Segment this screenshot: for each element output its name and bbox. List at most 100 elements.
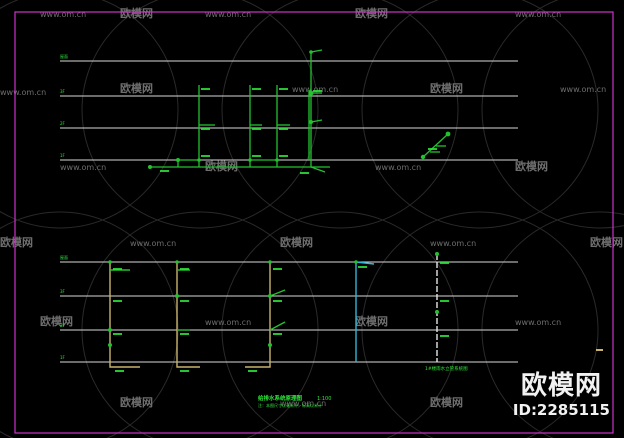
pipe-tag — [201, 128, 210, 130]
lower-scale: 1:100 — [317, 396, 331, 402]
level-label: 屋面 — [60, 254, 68, 260]
pipe-tag — [248, 370, 257, 372]
fitting-node — [248, 158, 252, 162]
fitting-node — [445, 131, 451, 137]
fitting-node — [268, 294, 272, 298]
lower-branch-green-3 — [269, 289, 286, 297]
pipe-tag — [440, 300, 449, 302]
watermark-site-text: www.om.cn — [40, 10, 86, 19]
pipe-tag — [115, 370, 124, 372]
fitting-node — [420, 154, 426, 160]
watermark-brand-text: 欧模网 — [120, 6, 153, 20]
pipe-tag — [273, 268, 282, 270]
lower-note: 注：本图尺寸以毫米计，标高以米计 — [258, 402, 322, 408]
brand-badge: 欧模网 ID:2285115 — [513, 372, 610, 420]
watermark-circle — [481, 0, 624, 229]
pipe-tag — [440, 262, 449, 264]
pipe-tag — [180, 300, 189, 302]
watermark-brand-text: 欧模网 — [515, 159, 548, 173]
watermark-circle — [81, 0, 319, 229]
level-label: 3F — [60, 289, 66, 294]
lower-pipe-system — [109, 254, 438, 368]
pipe-tag — [201, 155, 210, 157]
lower-fittings — [108, 252, 439, 347]
lower-riser-yellow-2 — [176, 262, 200, 368]
fitting-node — [197, 158, 201, 162]
pipe-tag — [273, 333, 282, 335]
lower-riser-yellow-3 — [245, 262, 271, 368]
fitting-node — [309, 120, 313, 124]
level-labels: 屋面 3F 2F 1F 屋面 3F 2F 1F — [60, 53, 68, 360]
pipe-tag — [180, 268, 189, 270]
pipe-tag — [201, 88, 210, 90]
pipe-tag — [279, 128, 288, 130]
upper-iso-detail — [422, 133, 449, 158]
watermark-site-text: www.om.cn — [292, 85, 338, 94]
brand-id: ID:2285115 — [512, 401, 610, 419]
level-label: 1F — [60, 355, 66, 360]
fitting-node — [108, 260, 112, 264]
level-label: 屋面 — [60, 53, 68, 59]
pipe-tag — [180, 333, 189, 335]
pipe-tag — [180, 370, 189, 372]
lower-branch-cyan — [355, 261, 375, 265]
watermark-site-text: www.om.cn — [60, 163, 106, 172]
pipe-tag — [252, 88, 261, 90]
watermark-site-text: www.om.cn — [515, 318, 561, 327]
watermark-site-text: www.om.cn — [560, 85, 606, 94]
watermark-brand-text: 欧模网 — [355, 314, 388, 328]
pipe-tag-marks — [113, 88, 449, 372]
level-label: 3F — [60, 89, 66, 94]
pipe-tag — [252, 155, 261, 157]
pipe-tag — [300, 172, 309, 174]
pipe-tag — [313, 90, 322, 92]
fitting-node — [275, 158, 279, 162]
fitting-node — [175, 260, 179, 264]
fitting-node — [435, 310, 439, 314]
watermark-site-text: www.om.cn — [205, 10, 251, 19]
lower-riser-yellow-1 — [109, 262, 140, 368]
watermark-brand-text: 欧模网 — [120, 81, 153, 95]
fitting-node — [308, 90, 314, 96]
upper-outlet-pipe — [310, 166, 326, 173]
pipe-tag — [252, 128, 261, 130]
pipe-tag — [273, 300, 282, 302]
watermark-brand-text: 欧模网 — [430, 395, 463, 409]
watermark-site-text: www.om.cn — [0, 88, 46, 97]
level-label: 1F — [60, 153, 66, 158]
fitting-node — [176, 158, 180, 162]
pipe-tag — [279, 88, 288, 90]
fitting-node — [435, 252, 439, 256]
level-label: 2F — [60, 121, 66, 126]
brand-name: 欧模网 — [520, 371, 602, 401]
fitting-node — [175, 294, 179, 298]
pipe-tag — [113, 300, 122, 302]
pipe-tag — [160, 170, 169, 172]
floor-lines — [60, 60, 518, 363]
fitting-node — [309, 50, 313, 54]
pipe-tag — [428, 148, 437, 150]
watermark-brand-text: 欧模网 — [40, 314, 73, 328]
fitting-node — [108, 343, 112, 347]
level-label: 2F — [60, 323, 66, 328]
upper-fittings — [148, 50, 451, 169]
drawing-frame — [14, 11, 614, 434]
fitting-node — [268, 343, 272, 347]
watermark-brand-text: 欧模网 — [0, 235, 33, 249]
fitting-node — [268, 260, 272, 264]
lower-title: 给排水系统原理图 — [258, 394, 303, 402]
watermark-brand-text: 欧模网 — [280, 235, 313, 249]
right-caption: 1#楼雨水立管系统图 — [425, 365, 468, 372]
watermark-site-text: www.om.cn — [375, 163, 421, 172]
watermark-site-text: www.om.cn — [205, 318, 251, 327]
watermark-site-text: www.om.cn — [130, 239, 176, 248]
upper-pipe-system — [150, 49, 449, 173]
pipe-tag — [113, 268, 122, 270]
watermark-site-text: www.om.cn — [280, 399, 326, 408]
lower-branch-green-5 — [269, 321, 286, 331]
watermark-site-text: www.om.cn — [515, 10, 561, 19]
watermark-brand-text: 欧模网 — [355, 6, 388, 20]
pipe-tag — [113, 333, 122, 335]
fitting-node — [108, 328, 112, 332]
